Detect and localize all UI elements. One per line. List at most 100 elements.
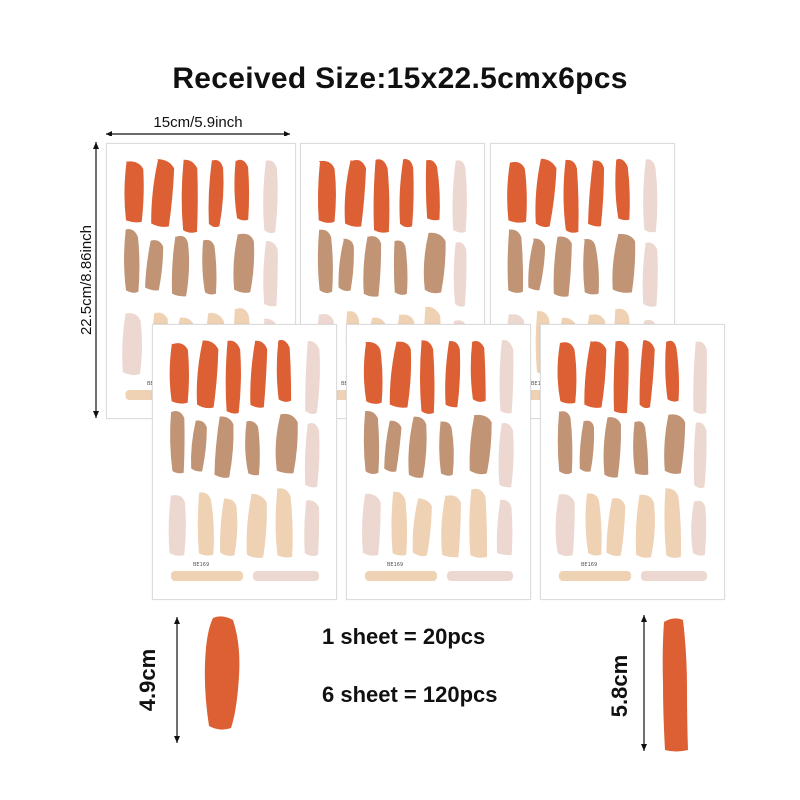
sticker-stroke xyxy=(169,411,186,474)
sticker-stroke xyxy=(305,341,320,414)
sticker-stroke xyxy=(419,340,435,414)
sticker-stroke xyxy=(423,233,446,294)
sticker-stroke xyxy=(694,422,707,488)
sticker-stroke xyxy=(453,160,467,233)
sticker-stroke xyxy=(603,417,622,478)
sticker-stroke xyxy=(506,162,528,223)
sticker-stroke xyxy=(344,159,367,227)
size-title: Received Size:15x22.5cmx6pcs xyxy=(0,62,800,96)
sticker-stroke xyxy=(305,423,320,487)
sticker-stroke xyxy=(632,421,649,476)
sticker-stroke xyxy=(399,159,415,228)
sticker-stroke xyxy=(412,498,433,556)
sticker-stroke xyxy=(171,236,190,297)
sticker-bar xyxy=(559,571,631,581)
sticker-stroke xyxy=(363,411,381,475)
sticker-bar xyxy=(253,571,319,581)
sticker-stroke xyxy=(468,488,488,558)
height-arrow-icon xyxy=(72,140,106,420)
sticker-stroke xyxy=(384,420,402,472)
sticker-stroke xyxy=(214,416,234,478)
sticker-stroke xyxy=(582,239,600,295)
sticker-stroke xyxy=(196,340,219,408)
sticker-stroke xyxy=(534,158,557,227)
sticker-stroke xyxy=(639,340,655,408)
sticker-bar xyxy=(641,571,707,581)
sticker-stroke xyxy=(190,420,208,472)
sticker-stroke xyxy=(338,238,356,291)
sticker-stroke xyxy=(263,160,278,233)
sticker-stroke xyxy=(506,229,524,293)
sticker-stroke xyxy=(275,339,293,402)
sticker-sheet-4: BE169 xyxy=(152,324,337,600)
sticker-stroke xyxy=(557,411,574,475)
sticker-stroke xyxy=(499,423,514,487)
sticker-stroke xyxy=(373,159,390,233)
sticker-stroke xyxy=(208,160,225,228)
sticker-stroke xyxy=(497,500,513,555)
sticker-stroke xyxy=(556,494,575,556)
large-piece-size: 5.8cm xyxy=(606,641,634,731)
sticker-stroke xyxy=(122,313,142,375)
sticker-stroke xyxy=(553,236,572,297)
sticker-stroke xyxy=(441,495,461,558)
sticker-stroke xyxy=(469,341,487,403)
sticker-stroke xyxy=(274,488,293,558)
sticker-stroke xyxy=(304,500,319,556)
sticker-stroke xyxy=(606,498,626,557)
sticker-stroke xyxy=(168,343,190,404)
sticker-bar xyxy=(447,571,513,581)
sticker-stroke xyxy=(556,342,577,404)
large-piece-sample xyxy=(656,614,696,754)
sticker-stroke xyxy=(563,160,579,233)
sticker-stroke xyxy=(444,341,461,408)
sheet-code: BE169 xyxy=(387,562,403,568)
sticker-stroke xyxy=(588,160,605,227)
sticker-stroke xyxy=(693,341,707,414)
sticker-stroke xyxy=(316,160,337,223)
sticker-stroke xyxy=(233,233,255,293)
sticker-stroke xyxy=(219,498,239,556)
sticker-stroke xyxy=(663,488,682,558)
sticker-stroke xyxy=(145,240,164,291)
sticker-stroke xyxy=(181,160,199,233)
sticker-stroke xyxy=(500,340,514,413)
sticker-bar xyxy=(365,571,437,581)
small-piece-sample xyxy=(200,614,248,734)
total-count-text: 6 sheet = 120pcs xyxy=(322,682,498,708)
sticker-stroke xyxy=(392,240,409,296)
sticker-stroke xyxy=(363,236,382,297)
sticker-stroke xyxy=(408,416,428,478)
sticker-stroke xyxy=(123,229,141,293)
sticker-stroke xyxy=(196,492,214,556)
sticker-sheet-6: BE169 xyxy=(540,324,725,600)
sticker-stroke xyxy=(363,341,384,404)
width-arrow-icon xyxy=(104,114,292,136)
sticker-stroke xyxy=(362,494,381,556)
sticker-stroke xyxy=(691,501,706,556)
sticker-stroke xyxy=(424,159,441,220)
sticker-stroke xyxy=(635,495,655,558)
sticker-stroke xyxy=(201,239,218,295)
sticker-stroke xyxy=(169,495,186,556)
sticker-stroke xyxy=(613,341,630,414)
sticker-stroke xyxy=(151,159,175,227)
sticker-stroke xyxy=(317,229,334,293)
sticker-stroke xyxy=(643,159,657,232)
sticker-stroke xyxy=(390,491,408,555)
sticker-stroke xyxy=(275,414,299,474)
sticker-stroke xyxy=(612,234,636,294)
sticker-sheet-5: BE169 xyxy=(346,324,531,600)
sticker-stroke xyxy=(643,242,658,307)
sheet-code: BE169 xyxy=(193,562,209,568)
sticker-stroke xyxy=(438,421,456,476)
sticker-stroke xyxy=(233,159,251,220)
sticker-stroke xyxy=(527,238,546,290)
sticker-stroke xyxy=(244,421,261,476)
sticker-stroke xyxy=(578,420,595,472)
sticker-stroke xyxy=(225,340,242,413)
sticker-stroke xyxy=(584,341,608,409)
sheet-code: BE169 xyxy=(581,562,597,568)
sticker-stroke xyxy=(614,158,631,220)
sticker-stroke xyxy=(250,341,268,408)
